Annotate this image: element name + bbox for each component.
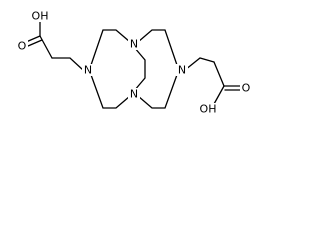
bond-ntop-nbottom: [133, 46, 146, 92]
atom-oh-right: OH: [200, 103, 217, 116]
bond-nbottom-nright: [137, 71, 179, 109]
bond-ntop-nright: [137, 29, 179, 69]
atom-n-top: N: [130, 38, 138, 51]
label-layer: N N N N OH O OH O: [16, 10, 252, 116]
bond-ntop-nleft: [89, 29, 131, 69]
bond-nleft-ch2: [51, 57, 84, 71]
bond-nright-ch2: [184, 57, 215, 71]
bond-c-o-left-2: [27, 39, 43, 47]
atom-o-left: O: [18, 40, 27, 53]
atom-oh-left: OH: [32, 10, 49, 23]
bond-c-oh-right: [213, 85, 225, 105]
atom-n-left: N: [84, 64, 92, 77]
bond-ch2-cooh-right: [213, 61, 225, 87]
atom-o-right: O: [242, 82, 251, 95]
atom-n-right: N: [178, 64, 186, 77]
bond-nbottom-nleft: [89, 71, 131, 109]
structure-diagram: N N N N OH O OH O: [16, 10, 252, 116]
bond-ch2-cooh-left: [39, 35, 53, 59]
bond-layer: [25, 21, 241, 109]
atom-n-bottom: N: [130, 88, 138, 101]
bond-c-o-left-1: [25, 35, 41, 43]
